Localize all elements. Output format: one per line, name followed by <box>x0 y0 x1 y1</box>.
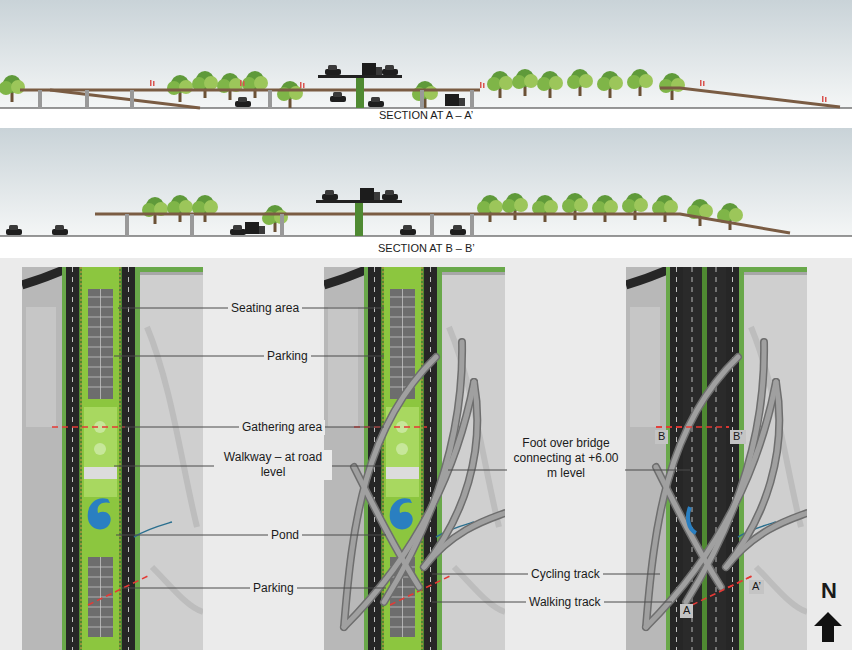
callout-label: Parking <box>264 349 311 364</box>
callout-label: Gathering area <box>239 420 325 435</box>
section-marker: B’ <box>730 430 746 444</box>
section-title: SECTION AT A – A’ <box>376 109 476 123</box>
callout-label: Walking track <box>526 595 604 610</box>
section-marker: A <box>680 604 693 618</box>
callout-label: Walkway – at road level <box>214 450 332 480</box>
callout-label: Seating area <box>228 301 302 316</box>
callout-label: Pond <box>268 528 302 543</box>
callout-label: Parking <box>250 581 297 596</box>
section-marker: B <box>655 430 668 444</box>
callout-label: Foot over bridge connecting at +6.00 m l… <box>507 436 625 481</box>
section-marker: A’ <box>749 580 764 594</box>
section-title: SECTION AT B – B’ <box>375 242 478 256</box>
callout-label: Cycling track <box>528 567 603 582</box>
north-label: N <box>818 577 840 605</box>
